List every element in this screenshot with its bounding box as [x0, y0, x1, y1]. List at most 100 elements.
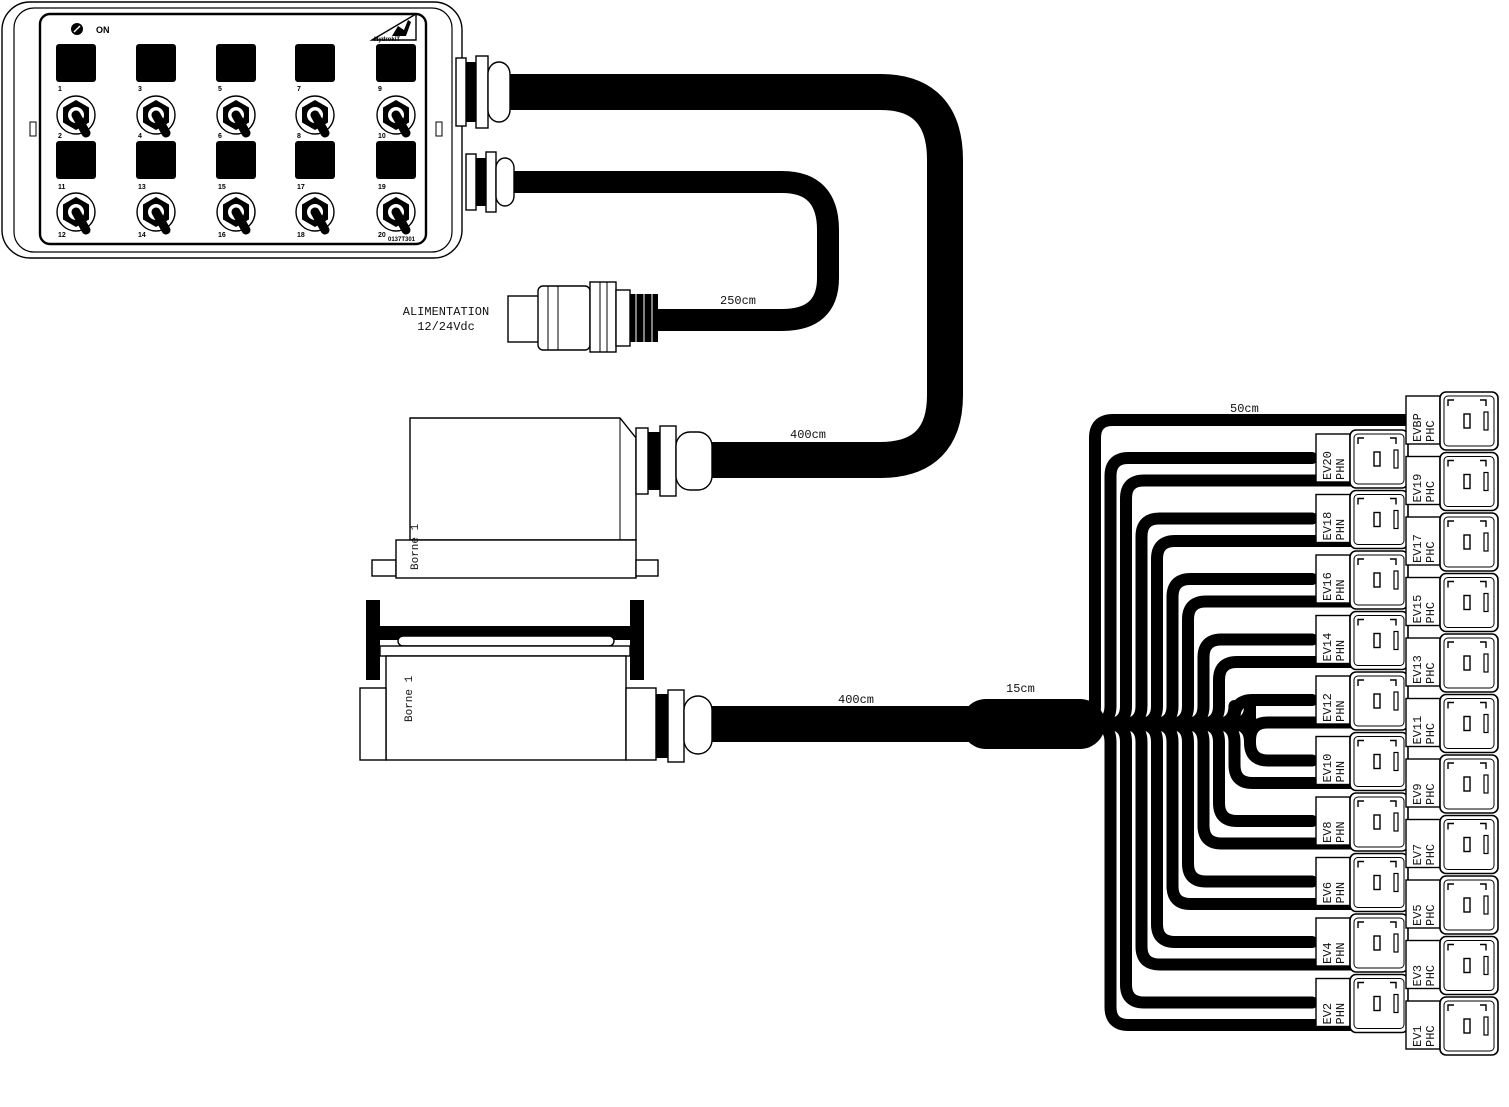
switch-number-label: 16 [218, 232, 226, 239]
toggle-switch[interactable] [136, 95, 176, 138]
switch-number-label: 8 [297, 133, 301, 140]
box-gland-lower [465, 151, 515, 213]
toggle-switch[interactable] [376, 95, 416, 138]
connector-label: PHN [1334, 1003, 1348, 1025]
switch-number-label: 1 [58, 86, 62, 93]
connector-label: EV16 [1321, 572, 1335, 601]
harness-wire [1080, 718, 1410, 850]
label-15cm: 15cm [1006, 682, 1035, 696]
switch-number-label: 10 [378, 133, 386, 140]
switch-number-label: 19 [378, 184, 386, 191]
harness-wire [1080, 718, 1410, 910]
indicator-square [216, 141, 256, 179]
indicator-square [295, 141, 335, 179]
connector-label: EV9 [1411, 783, 1425, 805]
connector-label: PHN [1334, 942, 1348, 964]
switch-number-label: 4 [138, 133, 142, 140]
switch-number-label: 18 [297, 232, 305, 239]
power-plug [507, 281, 658, 353]
box-gland-upper [455, 55, 511, 129]
toggle-switch[interactable] [216, 192, 256, 235]
switch-number-label: 6 [218, 133, 222, 140]
connector-label: EV1 [1411, 1025, 1425, 1047]
harness-wire [1080, 718, 1410, 789]
connector-label: EVBP [1411, 413, 1425, 442]
connector-label: EV8 [1321, 821, 1335, 843]
toggle-switch[interactable] [56, 95, 96, 138]
toggle-switch[interactable] [56, 192, 96, 235]
connector-label: EV15 [1411, 595, 1425, 624]
switch-number-label: 15 [218, 184, 226, 191]
connector-label: PHC [1424, 844, 1438, 866]
indicator-square [295, 44, 335, 82]
switch-number-label: 13 [138, 184, 146, 191]
switch-number-label: 9 [378, 86, 382, 93]
toggle-switch[interactable] [136, 192, 176, 235]
terminal-upper [371, 417, 713, 579]
toggle-switch[interactable] [376, 192, 416, 235]
connector-label: PHC [1424, 662, 1438, 684]
connector-label: EV6 [1321, 882, 1335, 904]
connector-label: PHN [1334, 882, 1348, 904]
cable-upper-400cm [482, 74, 963, 478]
terminal-upper-label: Borne 1 [410, 523, 422, 570]
toggle-switch[interactable] [295, 95, 335, 138]
connector-label: EV19 [1411, 474, 1425, 503]
harness-wire [1080, 718, 1318, 888]
switch-number-label: 12 [58, 232, 66, 239]
toggle-switch[interactable] [216, 95, 256, 138]
connector-label: PHN [1334, 519, 1348, 541]
connector-label: PHC [1424, 602, 1438, 624]
indicator-square [376, 44, 416, 82]
terminal-lower [359, 600, 713, 763]
toggle-switch[interactable] [295, 192, 335, 235]
connector-label: EV2 [1321, 1003, 1335, 1025]
connector-label: EV4 [1321, 942, 1335, 964]
switch-number-label: 2 [58, 133, 62, 140]
switch-number-label: 14 [138, 232, 146, 239]
on-label: ON [96, 25, 110, 35]
harness-branches [1071, 414, 1410, 1031]
power-label-line1: ALIMENTATION [403, 305, 489, 319]
connector-label: EV13 [1411, 655, 1425, 684]
switch-number-label: 20 [378, 232, 386, 239]
connector-label: EV5 [1411, 904, 1425, 926]
switch-number-label: 5 [218, 86, 222, 93]
switch-number-label: 3 [138, 86, 142, 93]
connector-label: PHN [1334, 821, 1348, 843]
connector-label: EV20 [1321, 451, 1335, 480]
part-number: 0137T301 [388, 237, 416, 243]
switch-number-label: 17 [297, 184, 305, 191]
connector-label: PHN [1334, 761, 1348, 783]
connector-label: PHC [1424, 481, 1438, 503]
connector-label: EV17 [1411, 534, 1425, 563]
connector-label: EV7 [1411, 844, 1425, 866]
switch-number-label: 7 [297, 86, 301, 93]
connector-label: EV10 [1321, 754, 1335, 783]
label-400cm-lower: 400cm [838, 693, 874, 707]
connector-label: EV11 [1411, 716, 1425, 745]
connector-label: PHN [1334, 700, 1348, 722]
